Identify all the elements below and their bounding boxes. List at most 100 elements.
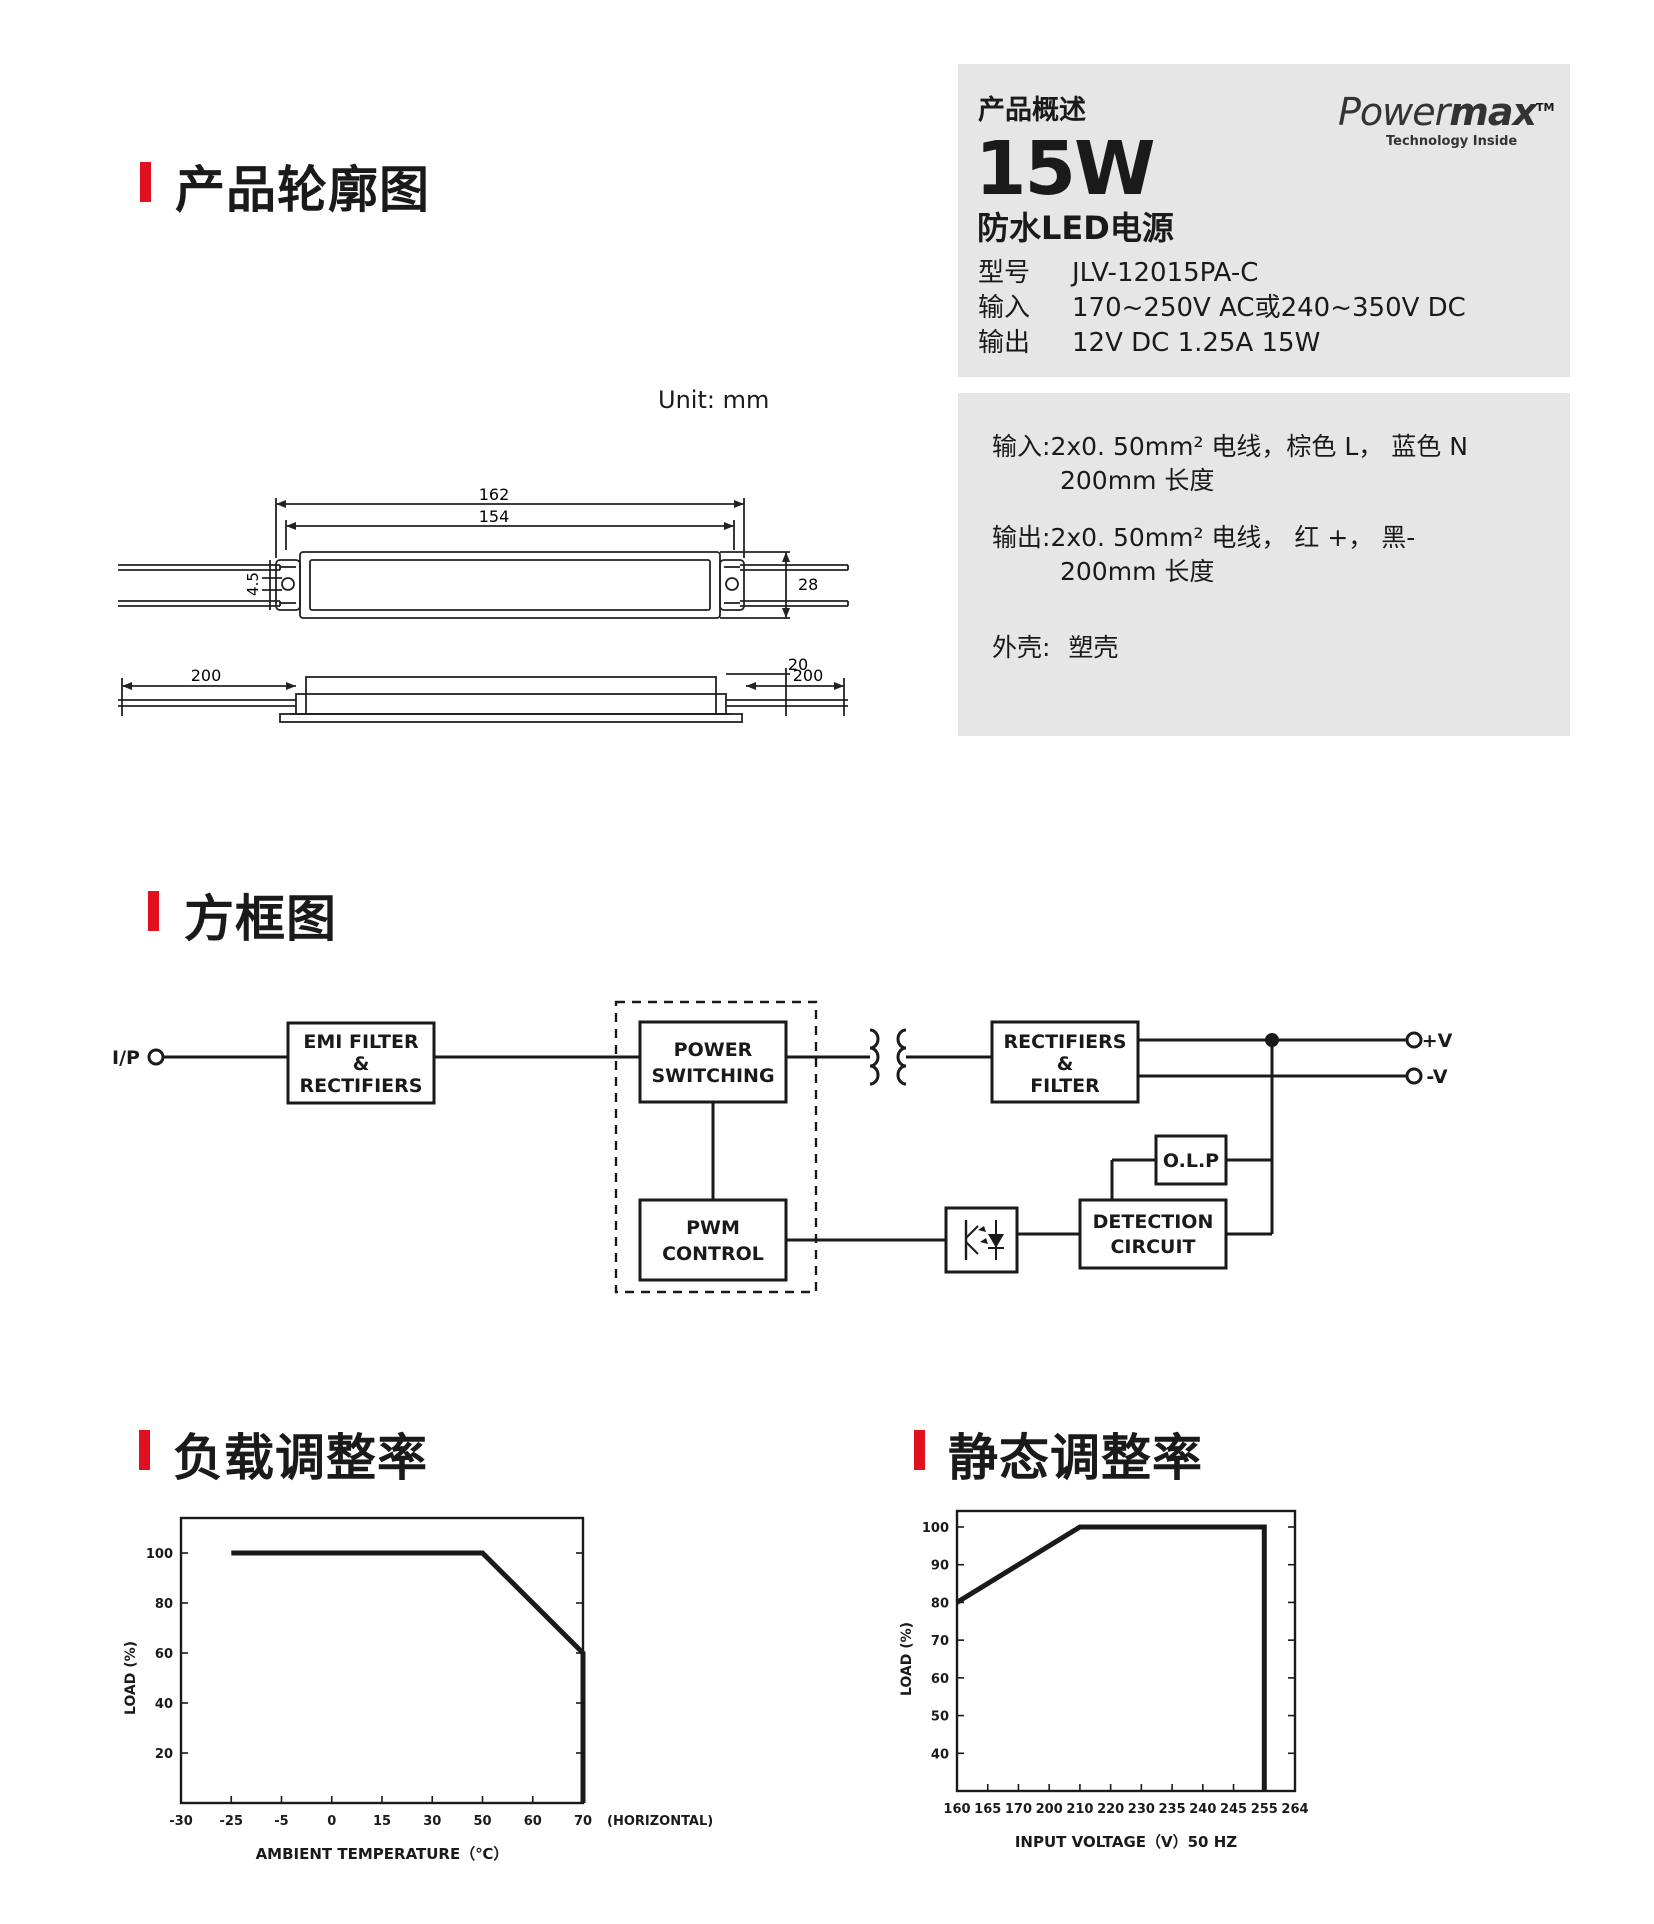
x-tick-label: 30 [423, 1814, 441, 1829]
label-vplus: +V [1422, 1030, 1453, 1052]
x-tick-label: 15 [373, 1814, 391, 1829]
wiring-case-value: 塑壳 [1068, 633, 1119, 662]
wiring-panel [958, 393, 1570, 736]
brand-name-b: max [1449, 90, 1537, 134]
label-rect-1: RECTIFIERS [1004, 1031, 1127, 1053]
x-tick-label: 235 [1159, 1802, 1186, 1817]
wiring-input-line1: 2x0. 50mm² 电线，棕色 L， 蓝色 N [1050, 432, 1468, 461]
overview-panel [958, 64, 1570, 377]
label-rect-2: & [1057, 1053, 1074, 1075]
section-marker [914, 1430, 925, 1470]
x-tick-label: 170 [1005, 1802, 1032, 1817]
wiring-case: 外壳: 塑壳 [992, 628, 1118, 664]
spec-value: 170~250V AC或240~350V DC [1072, 293, 1466, 323]
x-tick-label: 240 [1189, 1802, 1216, 1817]
section-marker [148, 891, 159, 931]
dim-4-5: 4.5 [244, 572, 262, 596]
x-tick-label: 245 [1220, 1802, 1247, 1817]
y-axis-label: LOAD (%) [123, 1641, 139, 1715]
y-axis-label: LOAD (%) [899, 1622, 915, 1696]
x-axis-label: INPUT VOLTAGE（V）50 HZ [1015, 1833, 1237, 1851]
section-title-static: 静态调整率 [948, 1429, 1203, 1487]
x-tick-label: 230 [1128, 1802, 1155, 1817]
wiring-input-line2: 200mm 长度 [1060, 466, 1215, 495]
x-tick-label: 160 [943, 1802, 970, 1817]
section-title-derating: 负载调整率 [173, 1429, 428, 1487]
y-tick-label: 50 [931, 1710, 949, 1725]
unit-label: Unit: mm [658, 386, 770, 414]
spec-key: 输出 [978, 328, 1031, 358]
wiring-output-line2: 200mm 长度 [1060, 557, 1215, 586]
brand-logo: PowermaxTM [1338, 90, 1554, 150]
x-tick-label: 255 [1251, 1802, 1278, 1817]
label-pwm-1: PWM [686, 1217, 740, 1239]
y-tick-label: 80 [155, 1597, 173, 1612]
label-emi-3: RECTIFIERS [300, 1075, 423, 1097]
overview-label: 产品概述 [978, 95, 1086, 126]
x-tick-label: 70 [574, 1814, 592, 1829]
wiring-output-line1: 2x0. 50mm² 电线， 红 +， 黑- [1050, 523, 1416, 552]
y-tick-label: 100 [922, 1521, 949, 1536]
label-ip: I/P [112, 1047, 140, 1069]
x-tick-label: 165 [974, 1802, 1001, 1817]
wiring-input-label: 输入: [992, 432, 1051, 461]
x-tick-label: 200 [1036, 1802, 1063, 1817]
overview-product: 防水LED电源 [977, 209, 1174, 247]
wiring-output: 输出:2x0. 50mm² 电线， 红 +， 黑- 200mm 长度 [992, 521, 1415, 589]
series-line [955, 1524, 1267, 1791]
y-tick-label: 40 [931, 1747, 949, 1762]
spec-row-output: 输出 12V DC 1.25A 15W [978, 322, 1320, 359]
y-tick-label: 70 [931, 1634, 949, 1649]
y-tick-label: 80 [931, 1596, 949, 1611]
section-marker [140, 162, 151, 202]
y-tick-label: 100 [146, 1547, 173, 1562]
x-axis-label: AMBIENT TEMPERATURE（℃） [256, 1845, 509, 1863]
x-tick-label: 60 [524, 1814, 542, 1829]
x-tick-label: 50 [473, 1814, 491, 1829]
label-emi-1: EMI FILTER [303, 1031, 419, 1053]
x-tick-label: -30 [169, 1814, 193, 1829]
label-det-1: DETECTION [1093, 1211, 1214, 1233]
label-emi-2: & [353, 1053, 370, 1075]
spec-value: JLV-12015PA-C [1072, 258, 1259, 288]
y-tick-label: 90 [931, 1559, 949, 1574]
wiring-case-label: 外壳: [992, 633, 1051, 662]
wiring-input: 输入:2x0. 50mm² 电线，棕色 L， 蓝色 N 200mm 长度 [992, 430, 1468, 498]
section-marker [139, 1430, 150, 1470]
label-det-2: CIRCUIT [1110, 1236, 1195, 1258]
x-axis-note: (HORIZONTAL) [607, 1814, 713, 1829]
x-tick-label: -25 [220, 1814, 244, 1829]
section-title-outline: 产品轮廓图 [175, 161, 430, 219]
y-tick-label: 60 [931, 1672, 949, 1687]
spec-key: 型号 [978, 258, 1031, 288]
spec-row-model: 型号 JLV-12015PA-C [978, 252, 1258, 289]
block-diagram: I/P EMI FILTER & RECTIFIERS POWER SWITCH… [112, 1000, 1453, 1294]
spec-key: 输入 [978, 293, 1031, 323]
label-psw-2: SWITCHING [651, 1065, 774, 1087]
y-tick-label: 60 [155, 1647, 173, 1662]
brand-name-a: Power [1338, 90, 1450, 134]
x-tick-label: 220 [1097, 1802, 1124, 1817]
x-tick-label: -5 [274, 1814, 288, 1829]
spec-value: 12V DC 1.25A 15W [1072, 328, 1321, 358]
dim-28: 28 [798, 575, 818, 594]
x-tick-label: 210 [1066, 1802, 1093, 1817]
dim-20: 20 [788, 655, 808, 674]
y-tick-label: 20 [155, 1747, 173, 1762]
dim-162: 162 [479, 485, 510, 504]
x-tick-label: 0 [327, 1814, 336, 1829]
plot-frame [955, 1509, 1297, 1793]
y-tick-label: 40 [155, 1697, 173, 1712]
label-pwm-2: CONTROL [662, 1243, 764, 1265]
outline-drawing: 162 154 28 4.5 200 20 200 [118, 485, 849, 723]
plot-frame [179, 1516, 585, 1805]
label-vminus: -V [1426, 1066, 1448, 1088]
series-line [231, 1550, 586, 1803]
section-title-block: 方框图 [184, 890, 337, 948]
dim-200-right: 200 [793, 666, 824, 685]
wiring-output-label: 输出: [992, 523, 1051, 552]
brand-tagline: Technology Inside [1386, 134, 1518, 149]
label-psw-1: POWER [674, 1039, 753, 1061]
label-olp: O.L.P [1163, 1150, 1219, 1172]
